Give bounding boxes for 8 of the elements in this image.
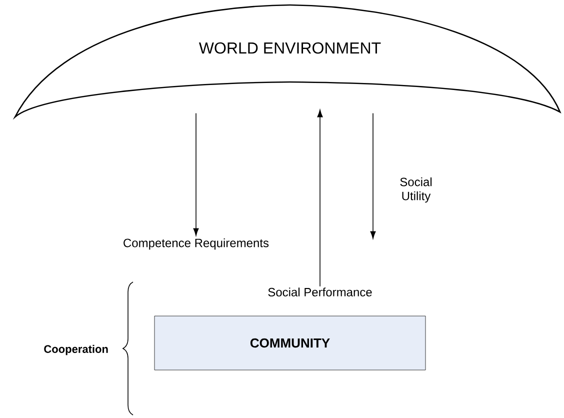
text-label: Competence Requirements xyxy=(124,238,269,250)
text-label: Social Performance xyxy=(268,288,372,296)
cooperation-label: Cooperation xyxy=(44,344,108,356)
arrow xyxy=(370,112,376,239)
edge-label: Social Utility xyxy=(400,177,432,203)
arrow xyxy=(317,110,323,287)
community-box: COMMUNITY xyxy=(154,316,426,370)
arrow xyxy=(193,112,199,236)
